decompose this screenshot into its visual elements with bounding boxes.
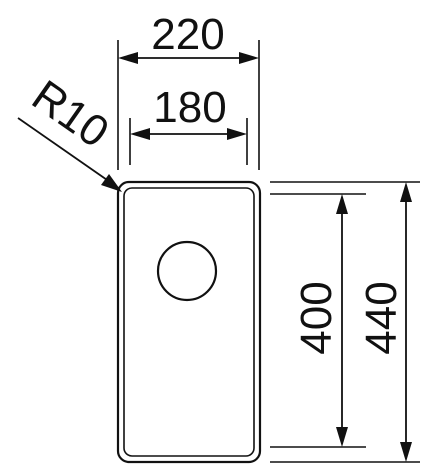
- sink-inner-basin: [123, 187, 255, 457]
- dimension-outer-height: 440: [357, 182, 412, 462]
- dimension-outer-width: 220: [117, 10, 260, 170]
- arrowhead-left-180: [130, 128, 150, 140]
- arrowhead-left-220: [118, 52, 138, 64]
- sink-bowl: [116, 180, 262, 464]
- arrowhead-bottom-400: [336, 427, 348, 447]
- label-outer-height: 440: [357, 281, 406, 354]
- radius-callout: R10: [17, 71, 122, 192]
- arrowhead-right-180: [227, 128, 247, 140]
- drain-hole: [156, 240, 218, 302]
- arrowhead-top-440: [400, 182, 412, 202]
- dimension-inner-height: 400: [292, 194, 348, 447]
- label-inner-height: 400: [292, 281, 341, 354]
- label-inner-width: 180: [153, 83, 226, 132]
- label-outer-width: 220: [151, 10, 224, 59]
- radius-leader-line: [17, 117, 111, 183]
- height-extension-lines: [270, 181, 420, 463]
- radius-arrowhead: [101, 174, 122, 192]
- sink-outer-rim: [116, 180, 262, 464]
- arrowhead-bottom-440: [400, 442, 412, 462]
- arrowhead-top-400: [336, 194, 348, 214]
- label-corner-radius: R10: [23, 71, 117, 157]
- arrowhead-right-220: [239, 52, 259, 64]
- dimension-inner-width: 180: [129, 83, 248, 165]
